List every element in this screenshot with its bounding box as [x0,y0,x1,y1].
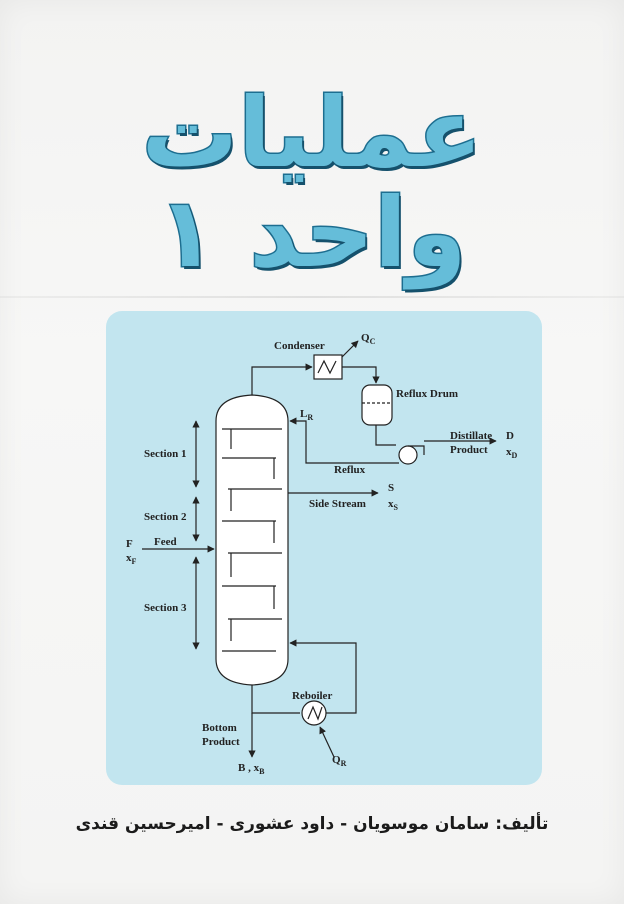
reflux-drum-label: Reflux Drum [396,388,458,400]
f-label: F [126,538,133,550]
book-title-line-2: واحد ۱ [156,177,467,290]
reboiler-unit [301,700,327,726]
xs-label: xS [388,498,399,512]
xf-label: xF [126,552,137,566]
condenser-label: Condenser [274,340,325,352]
bottom-label: Bottom [202,722,237,734]
distillate-product-label: Product [450,444,488,456]
s-label: S [388,482,394,494]
feed-label: Feed [154,536,177,548]
section-2-label: Section 2 [144,511,187,523]
authors-line: تألیف: سامان موسویان - داود عشوری - امیر… [75,814,549,834]
condenser-unit [313,354,343,380]
lr-label: LR [300,408,313,422]
reboiler-label: Reboiler [292,690,332,702]
xd-label: xD [506,446,518,460]
bottom-product-label: Product [202,736,240,748]
qc-label: QC [361,332,376,346]
reflux-drum [361,384,393,426]
d-label: D [506,430,514,442]
column-shell [215,394,289,686]
b-xb-label: B , xB [238,762,265,776]
qr-label: QR [332,754,347,768]
distillation-diagram-panel: Condenser QC Reflux Drum LR Distillate P… [106,311,542,785]
reflux-pump [398,445,418,465]
distillate-label: Distillate [450,430,492,442]
section-1-label: Section 1 [144,448,186,460]
column-trays [222,428,282,652]
reflux-label: Reflux [334,464,366,476]
distillation-column-diagram: Condenser QC Reflux Drum LR Distillate P… [126,332,518,776]
side-stream-label: Side Stream [309,498,366,510]
jacket-fold-line [0,296,624,298]
book-title-line-1: عملیات [140,77,483,190]
section-3-label: Section 3 [144,602,187,614]
